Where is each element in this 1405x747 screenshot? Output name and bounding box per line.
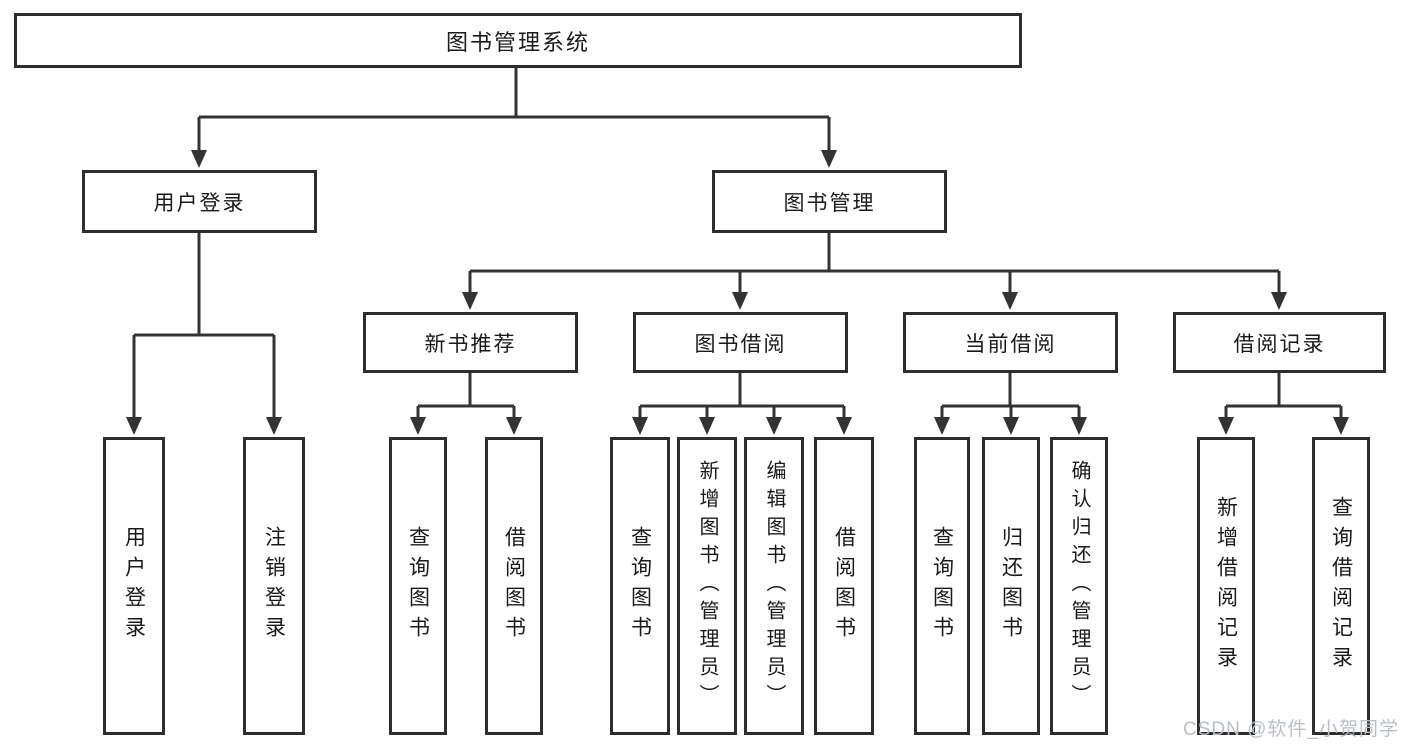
node-borrow-record: 借阅记录: [1173, 312, 1386, 373]
leaf-borrow-books: 借阅图书: [814, 437, 874, 735]
connector-book-borrow-branch: [638, 373, 846, 419]
node-user-login: 用户登录: [82, 170, 317, 233]
connector-borrow-record-branch: [1224, 373, 1343, 419]
leaf-confirm-return-admin: 确认归还（管理员）: [1050, 437, 1108, 735]
node-current-borrow: 当前借阅: [903, 312, 1118, 373]
watermark: CSDN @软件_小贺同学: [1183, 719, 1399, 740]
leaf-add-books-admin: 新增图书（管理员）: [677, 437, 737, 735]
leaf-query-books-recommend: 查询图书: [389, 437, 447, 735]
leaf-user-login: 用户登录: [103, 437, 165, 735]
leaf-add-borrow-record: 新增借阅记录: [1197, 437, 1255, 735]
node-book-borrow: 图书借阅: [633, 312, 848, 373]
node-new-book-recommend: 新书推荐: [363, 312, 578, 373]
node-root-library-system: 图书管理系统: [14, 13, 1022, 68]
leaf-logout: 注销登录: [243, 437, 305, 735]
connector-current-borrow-branch: [940, 373, 1081, 419]
leaf-query-books-current: 查询图书: [914, 437, 970, 735]
leaf-edit-books-admin: 编辑图书（管理员）: [744, 437, 804, 735]
connector-book-mgmt-branch: [468, 233, 1281, 294]
leaf-query-books-borrow: 查询图书: [610, 437, 670, 735]
connector-user-login-branch: [132, 233, 276, 419]
leaf-query-borrow-record: 查询借阅记录: [1312, 437, 1370, 735]
leaf-return-books: 归还图书: [982, 437, 1040, 735]
connector-new-book-branch: [416, 373, 516, 419]
node-book-management: 图书管理: [712, 170, 947, 233]
leaf-borrow-books-recommend: 借阅图书: [485, 437, 543, 735]
connector-root-to-level2: [197, 68, 831, 152]
